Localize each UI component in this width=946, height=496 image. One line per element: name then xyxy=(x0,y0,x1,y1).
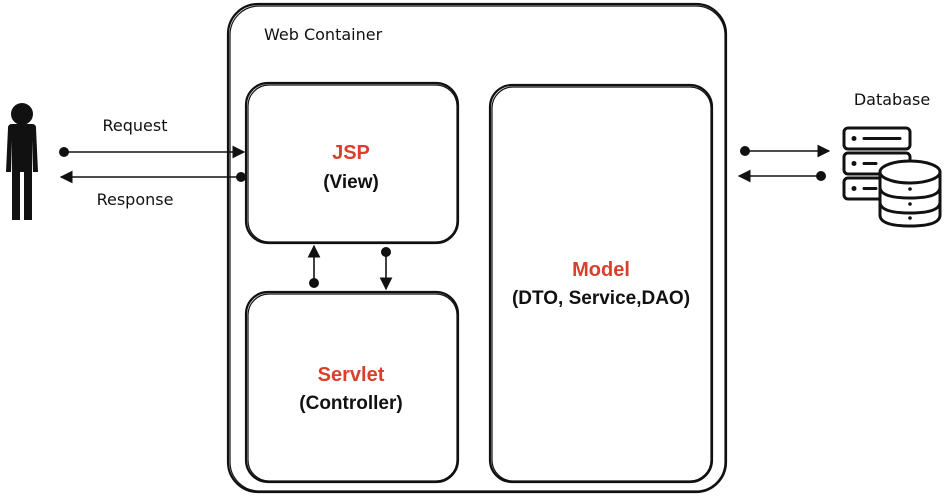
database-label: Database xyxy=(854,90,930,109)
model-subtitle: (DTO, Service,DAO) xyxy=(512,288,690,309)
response-label: Response xyxy=(97,190,174,209)
request-arrow xyxy=(59,145,246,159)
web-container-box xyxy=(226,2,728,494)
web-container-title: Web Container xyxy=(264,25,383,44)
request-label: Request xyxy=(103,116,168,135)
servlet-box xyxy=(244,290,460,484)
database-to-model-arrow xyxy=(737,169,826,183)
servlet-title: Servlet xyxy=(318,364,385,386)
database-server-icon xyxy=(842,126,942,228)
model-box xyxy=(488,83,714,484)
model-title: Model xyxy=(572,259,630,281)
response-arrow xyxy=(59,170,246,184)
jsp-title: JSP xyxy=(332,142,370,164)
jsp-box xyxy=(244,81,460,245)
model-to-database-arrow xyxy=(740,144,831,158)
servlet-subtitle: (Controller) xyxy=(299,393,402,414)
jsp-to-servlet-arrow xyxy=(379,247,393,291)
person-icon xyxy=(6,103,38,220)
jsp-subtitle: (View) xyxy=(323,172,379,193)
servlet-to-jsp-arrow xyxy=(307,244,321,288)
